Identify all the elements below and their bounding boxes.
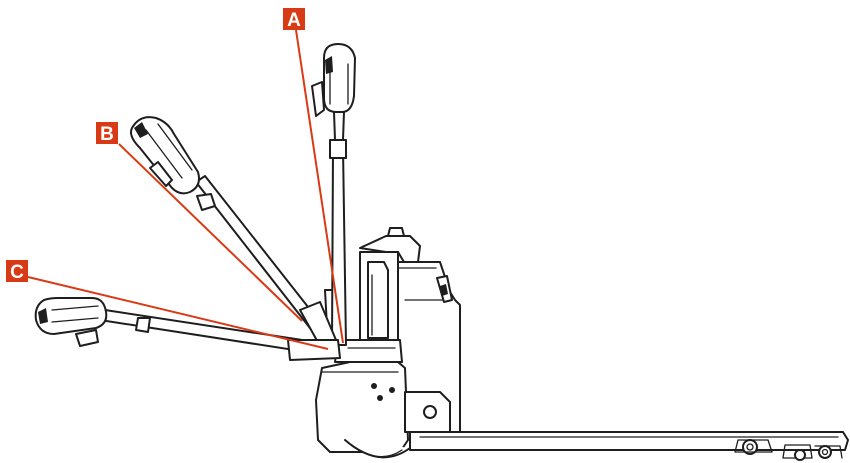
callout-b-label: B xyxy=(100,124,114,145)
leader-line-a xyxy=(295,29,344,344)
callout-a-box xyxy=(283,8,305,30)
callout-c: C xyxy=(6,260,28,283)
callout-c-label: C xyxy=(10,262,24,283)
callout-b-box xyxy=(96,122,118,144)
leader-line-c xyxy=(27,276,329,350)
callout-b: B xyxy=(96,122,118,145)
truck-body xyxy=(315,227,461,459)
callout-a-label: A xyxy=(287,10,301,31)
callout-c-box xyxy=(6,260,28,282)
fork-assembly xyxy=(409,431,849,461)
callout-a: A xyxy=(283,8,305,31)
handle-position-b xyxy=(130,116,337,347)
handle-position-a xyxy=(311,43,356,346)
handle-position-c xyxy=(34,297,341,361)
leader-line-b xyxy=(118,143,303,322)
